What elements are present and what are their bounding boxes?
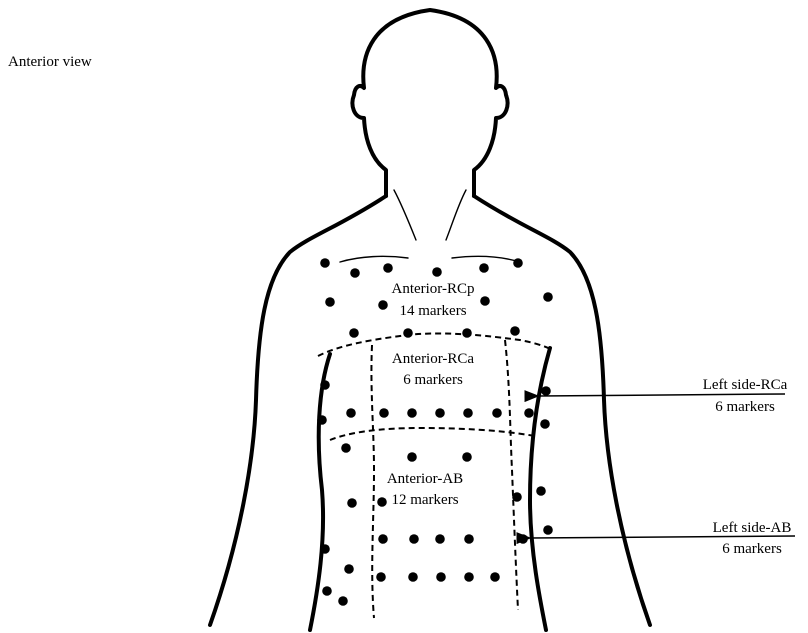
region-count-anterior-rca: 6 markers: [403, 372, 463, 388]
marker-dot: [338, 596, 348, 606]
region-count-left-side-rca: 6 markers: [715, 399, 775, 415]
marker-dot: [377, 497, 387, 507]
marker-dot: [463, 408, 473, 418]
region-count-anterior-ab: 12 markers: [391, 492, 458, 508]
marker-dot: [344, 564, 354, 574]
marker-dot: [432, 267, 442, 277]
marker-dot: [409, 534, 419, 544]
marker-dot: [543, 525, 553, 535]
marker-dot: [464, 572, 474, 582]
marker-dot: [349, 328, 359, 338]
marker-dot: [435, 408, 445, 418]
marker-dot: [492, 408, 502, 418]
marker-dot: [322, 586, 332, 596]
head-outline: [352, 10, 507, 196]
marker-dot: [347, 498, 357, 508]
marker-dot: [540, 419, 550, 429]
marker-dot: [383, 263, 393, 273]
marker-dot: [435, 534, 445, 544]
marker-dot: [512, 492, 522, 502]
marker-dot: [341, 443, 351, 453]
clavicle-left: [340, 256, 408, 262]
marker-dot: [378, 534, 388, 544]
region-count-anterior-rcp: 14 markers: [399, 303, 466, 319]
marker-dot: [407, 452, 417, 462]
marker-dot: [317, 415, 327, 425]
region-label-left-side-rca: Left side-RCa: [703, 377, 788, 393]
marker-dot: [320, 258, 330, 268]
marker-dot: [350, 268, 360, 278]
arrow-left-side-rca: [538, 394, 785, 396]
marker-dot: [407, 408, 417, 418]
marker-dot: [346, 408, 356, 418]
neck-line-left: [394, 190, 416, 240]
marker-dot: [379, 408, 389, 418]
marker-dot: [480, 296, 490, 306]
marker-dot: [490, 572, 500, 582]
marker-dot: [320, 380, 330, 390]
marker-dot: [513, 258, 523, 268]
marker-dot: [403, 328, 413, 338]
marker-dot: [518, 534, 528, 544]
marker-dot: [408, 572, 418, 582]
marker-dot: [436, 572, 446, 582]
view-label: Anterior view: [8, 54, 92, 70]
marker-dot: [325, 297, 335, 307]
marker-dot: [541, 386, 551, 396]
marker-dot: [378, 300, 388, 310]
left-shoulder-arm-outline: [210, 196, 386, 625]
arrow-left-side-ab: [530, 536, 795, 538]
marker-dot: [479, 263, 489, 273]
marker-dot: [510, 326, 520, 336]
region-label-anterior-ab: Anterior-AB: [387, 471, 463, 487]
marker-dot: [524, 408, 534, 418]
anterior-right-vertical-boundary: [505, 340, 518, 610]
rca-ab-region-boundary: [330, 428, 535, 440]
marker-dot: [320, 544, 330, 554]
region-count-left-side-ab: 6 markers: [722, 541, 782, 557]
marker-dot: [536, 486, 546, 496]
anterior-left-vertical-boundary: [371, 345, 374, 618]
region-label-left-side-ab: Left side-AB: [713, 520, 792, 536]
region-label-anterior-rca: Anterior-RCa: [392, 351, 475, 367]
marker-dot: [543, 292, 553, 302]
marker-dot: [376, 572, 386, 582]
clavicle-right: [452, 256, 520, 262]
neck-line-right: [446, 190, 466, 240]
marker-dot: [464, 534, 474, 544]
region-label-anterior-rcp: Anterior-RCp: [391, 281, 474, 297]
marker-dot: [462, 328, 472, 338]
marker-dot: [462, 452, 472, 462]
